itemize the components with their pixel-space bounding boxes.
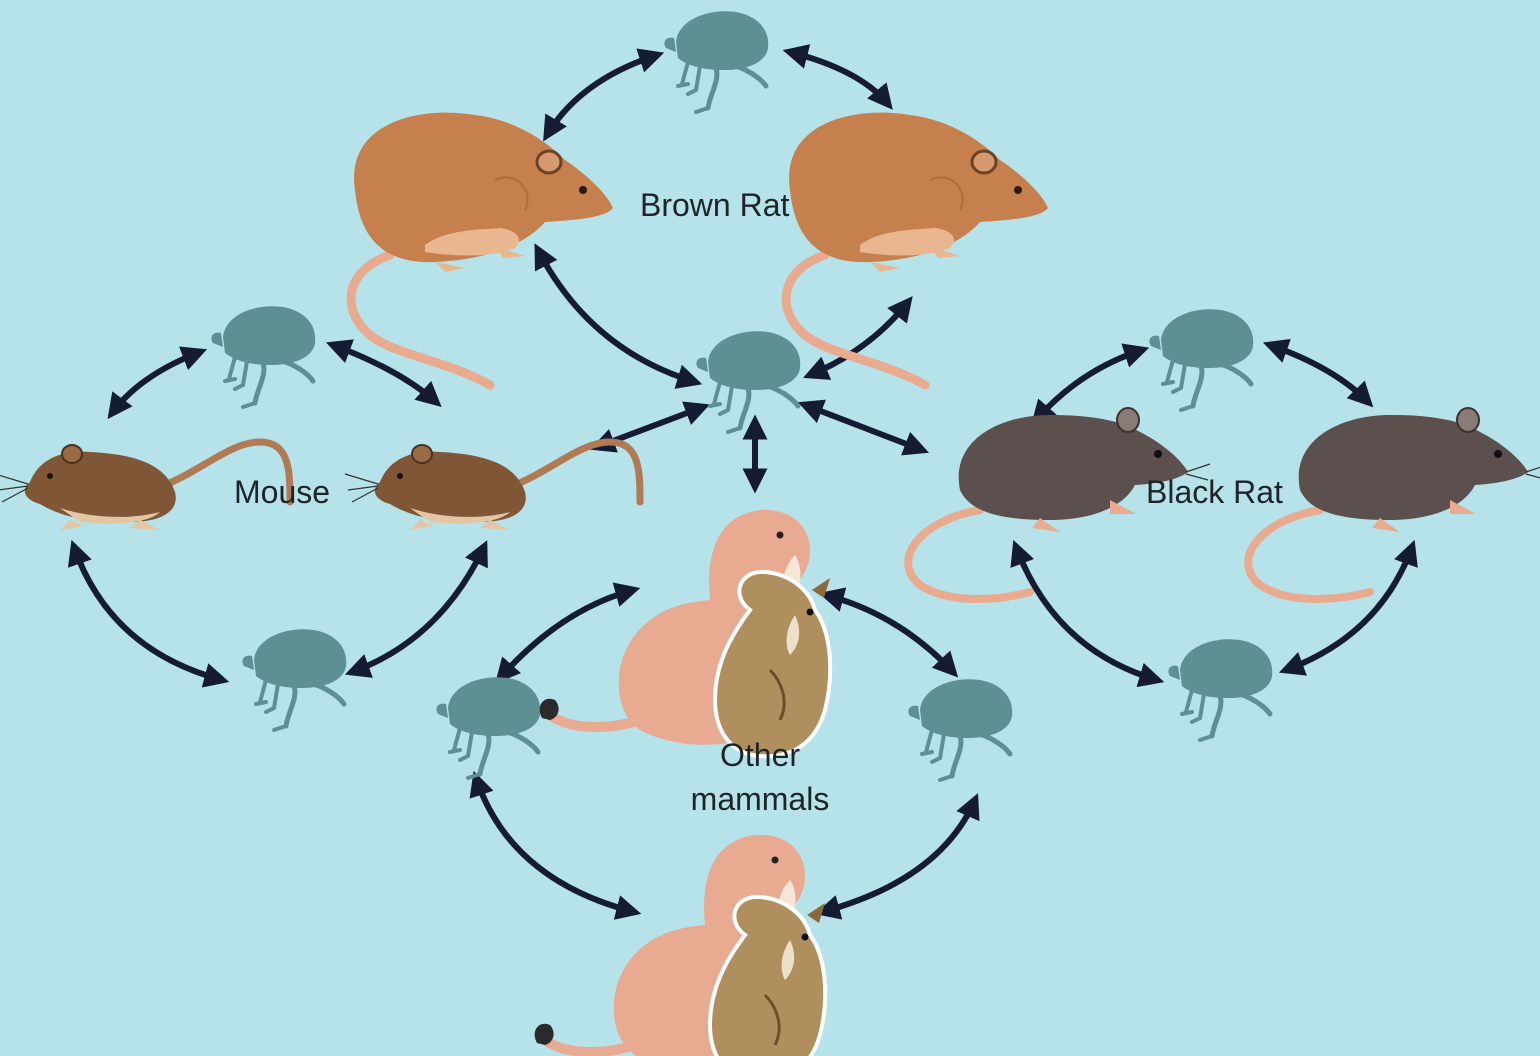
mouse-label: Mouse	[234, 474, 331, 510]
brown-rat-icon	[351, 113, 613, 385]
arrow-flea-top-brown-rat-right	[782, 44, 893, 110]
arrow-other-mammals-flea-left	[494, 582, 641, 684]
arrows	[67, 44, 1418, 920]
arrow-flea-black-rat-top-left	[1031, 343, 1150, 426]
arrow-brown-rat-left-flea-center	[534, 243, 703, 389]
arrow-black-rat-right-flea-bottom	[1278, 539, 1418, 676]
mouse-icon	[345, 442, 640, 530]
flea-icon	[696, 331, 800, 432]
other-mammals-label-line2: mammals	[690, 781, 830, 818]
arrow-flea-black-rat-top-right	[1262, 339, 1374, 408]
prairie-dog-squirrel-icon	[535, 835, 826, 1056]
flea-icon	[436, 677, 540, 778]
black-rat-icon	[1248, 408, 1540, 599]
other-mammals-label-line1: Other	[719, 737, 801, 773]
flea-icon	[908, 679, 1012, 780]
brown-rat-label: Brown Rat	[640, 187, 790, 223]
flea-icon	[242, 629, 346, 730]
arrow-flea-right-other-mammals-bottom	[814, 793, 980, 920]
other-mammals-label: Other mammals	[680, 733, 840, 821]
arrow-other-mammals-flea-right	[818, 587, 959, 678]
prairie-dog-squirrel-icon	[540, 510, 831, 756]
flea-icon	[1149, 309, 1253, 410]
brown-rat-icon	[786, 113, 1048, 385]
arrow-flea-top-brown-rat-left	[543, 48, 665, 142]
arrow-flea-left-other-mammals-bottom	[469, 770, 642, 920]
arrow-mouse-left-flea-bottom	[67, 539, 230, 688]
flea-icon	[664, 11, 768, 112]
arrow-flea-center-black-rat	[797, 399, 930, 456]
arrow-flea-mouse-top-right	[325, 339, 442, 408]
arrow-brown-rat-right-flea-center	[803, 296, 913, 380]
flea-icon	[211, 306, 315, 407]
arrow-mouse-right-flea-bottom	[344, 540, 488, 678]
black-rat-label: Black Rat	[1146, 474, 1283, 510]
arrow-black-rat-left-flea-bottom	[1010, 539, 1165, 688]
arrow-flea-mouse-top-left	[107, 346, 208, 420]
flea-icon	[1168, 639, 1272, 740]
